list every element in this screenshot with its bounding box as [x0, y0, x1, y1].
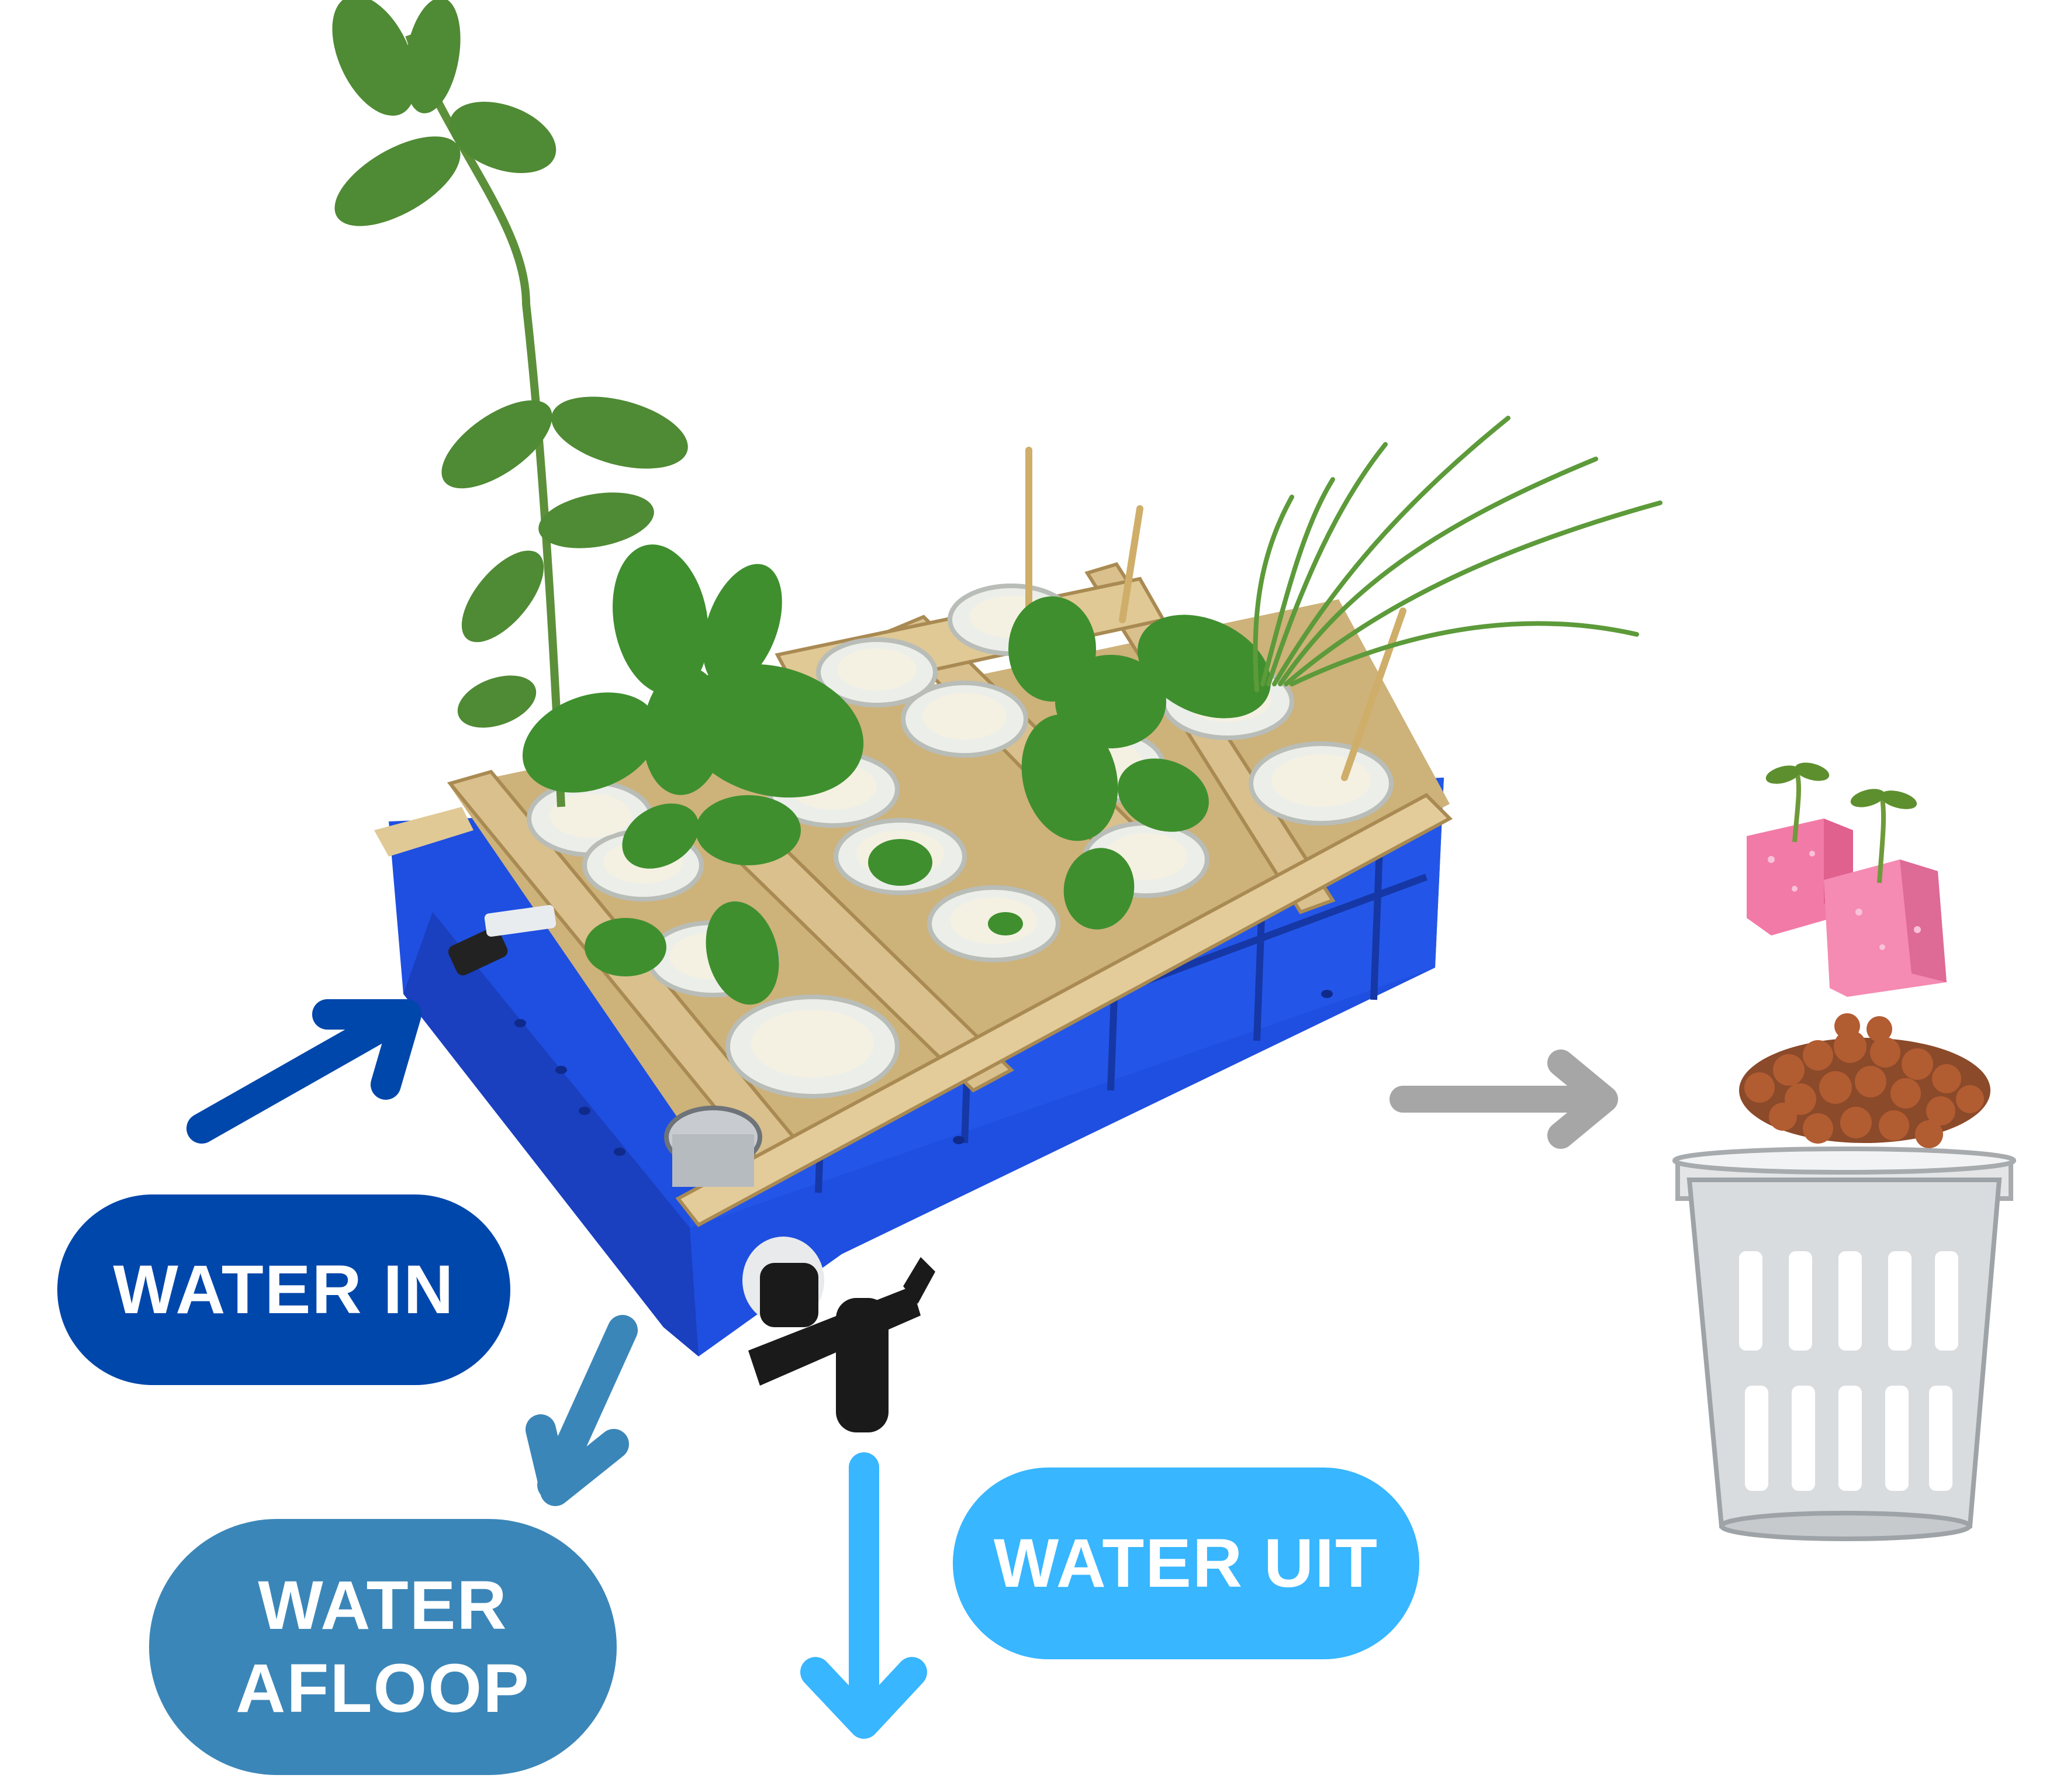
arrow-up-right-icon	[186, 999, 421, 1144]
arrow-right-icon	[1389, 1049, 1618, 1149]
net-pot-illustration	[1672, 1147, 2016, 1541]
water-tap	[742, 1237, 935, 1432]
clay-pebbles-illustration	[1739, 1013, 1990, 1148]
inlet-connector	[448, 904, 556, 976]
arrow-down-icon	[800, 1452, 927, 1739]
basil-plants	[522, 544, 1271, 1005]
water-in-label: WATER IN	[57, 1194, 510, 1385]
seedling-sponges-illustration	[1747, 762, 1947, 997]
chive-plant	[1253, 416, 1662, 692]
hydroponic-tray-illustration	[332, 0, 1662, 1432]
water-out-label: WATER UIT	[953, 1468, 1419, 1659]
water-drain-label-line1: WATER	[258, 1567, 508, 1644]
arrow-down-left-icon	[526, 1315, 638, 1506]
water-drain-label: WATER AFLOOP	[149, 1519, 617, 1775]
mint-plant	[332, 0, 688, 807]
drain-fitting	[664, 1106, 762, 1187]
water-drain-label-line2: AFLOOP	[236, 1650, 530, 1727]
